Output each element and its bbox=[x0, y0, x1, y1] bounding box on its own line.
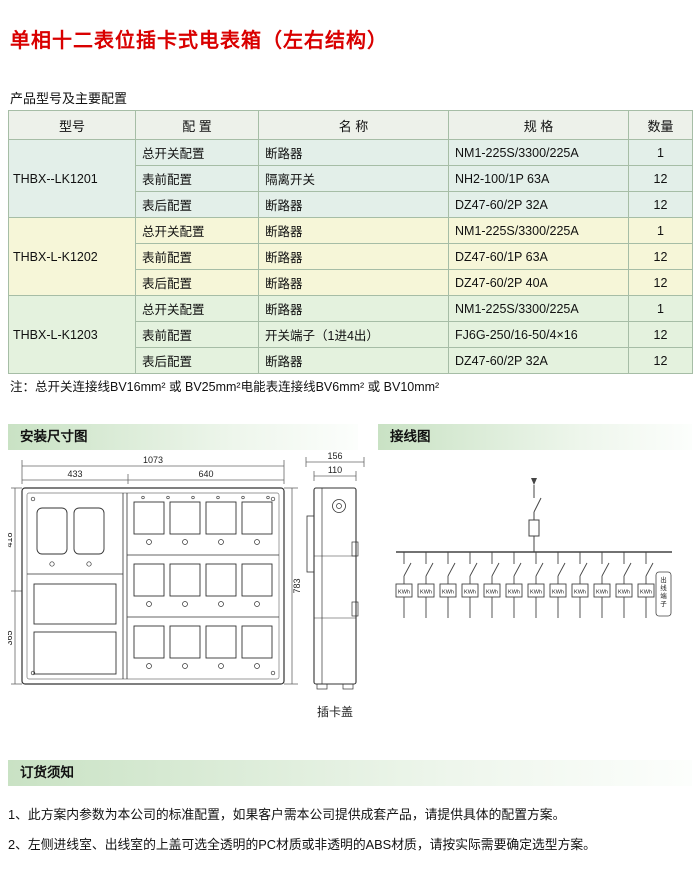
model-cell: THBX-L-K1203 bbox=[8, 295, 136, 374]
meter-drop bbox=[593, 551, 611, 619]
spec-cell: NH2-100/1P 63A bbox=[448, 165, 629, 192]
table-row: 表后配置 断路器 DZ47-60/2P 32A 12 bbox=[9, 347, 693, 374]
name-cell: 断路器 bbox=[258, 139, 449, 166]
model-cell: THBX-L-K1202 bbox=[8, 217, 136, 296]
spec-cell: DZ47-60/2P 32A bbox=[448, 191, 629, 218]
qty-cell: 12 bbox=[628, 191, 693, 218]
config-cell: 表前配置 bbox=[135, 321, 259, 348]
wiring-side-box: 出线端子 bbox=[655, 571, 672, 617]
spec-cell: FJ6G-250/16-50/4×16 bbox=[448, 321, 629, 348]
front-view bbox=[21, 487, 285, 685]
config-cell: 表后配置 bbox=[135, 269, 259, 296]
name-cell: 断路器 bbox=[258, 243, 449, 270]
meter-drop bbox=[571, 551, 589, 619]
wire-note: 注：总开关连接线BV16mm² 或 BV25mm²电能表连接线BV6mm² 或 … bbox=[10, 380, 440, 394]
installation-diagram: 1073 433 640 418 365 783 156 110 插卡盖 bbox=[8, 452, 365, 719]
meter-drop bbox=[417, 551, 435, 619]
table-row: 表前配置 隔离开关 NH2-100/1P 63A 12 bbox=[9, 165, 693, 192]
col-header-model: 型号 bbox=[8, 110, 136, 140]
name-cell: 断路器 bbox=[258, 347, 449, 374]
qty-cell: 12 bbox=[628, 347, 693, 374]
name-cell: 断路器 bbox=[258, 269, 449, 296]
wiring-incoming bbox=[396, 478, 672, 553]
meter-drop bbox=[505, 551, 523, 619]
meter-drop bbox=[637, 551, 655, 619]
section-header-wiring: 接线图 bbox=[378, 424, 692, 450]
meter-drop bbox=[615, 551, 633, 619]
table-row: 表前配置 断路器 DZ47-60/1P 63A 12 bbox=[9, 243, 693, 270]
name-cell: 断路器 bbox=[258, 191, 449, 218]
section-header-ordering: 订货须知 bbox=[8, 760, 692, 786]
dim-left-width: 433 bbox=[67, 469, 82, 479]
model-cell: THBX--LK1201 bbox=[8, 139, 136, 218]
col-header-spec: 规 格 bbox=[448, 110, 629, 140]
table-row: 表后配置 断路器 DZ47-60/2P 40A 12 bbox=[9, 269, 693, 296]
spec-cell: NM1-225S/3300/225A bbox=[448, 139, 629, 166]
meter-drop bbox=[461, 551, 479, 619]
dimension-lines bbox=[11, 457, 365, 685]
meter-drop bbox=[439, 551, 457, 619]
name-cell: 隔离开关 bbox=[258, 165, 449, 192]
qty-cell: 1 bbox=[628, 295, 693, 322]
dim-lower-height: 365 bbox=[8, 630, 14, 645]
config-cell: 总开关配置 bbox=[135, 295, 259, 322]
config-cell: 总开关配置 bbox=[135, 139, 259, 166]
side-view bbox=[306, 487, 359, 690]
meter-drop bbox=[527, 551, 545, 619]
qty-cell: 12 bbox=[628, 243, 693, 270]
table-row: 表前配置 开关端子（1进4出） FJ6G-250/16-50/4×16 12 bbox=[9, 321, 693, 348]
spec-cell: NM1-225S/3300/225A bbox=[448, 217, 629, 244]
config-cell: 总开关配置 bbox=[135, 217, 259, 244]
name-cell: 断路器 bbox=[258, 295, 449, 322]
dim-total-height: 783 bbox=[292, 578, 302, 593]
table-row: THBX-L-K1203 总开关配置 断路器 NM1-225S/3300/225… bbox=[8, 295, 693, 374]
wiring-diagram: KWh 出线端子 bbox=[395, 478, 672, 619]
table-row: THBX-L-K1202 总开关配置 断路器 NM1-225S/3300/225… bbox=[8, 217, 693, 296]
ordering-note-1: 1、此方案内参数为本公司的标准配置，如果客户需本公司提供成套产品，请提供具体的配… bbox=[8, 807, 566, 822]
wiring-side-label-text: 出线端子 bbox=[660, 575, 667, 608]
spec-cell: DZ47-60/1P 63A bbox=[448, 243, 629, 270]
qty-cell: 12 bbox=[628, 321, 693, 348]
qty-cell: 12 bbox=[628, 165, 693, 192]
config-cell: 表前配置 bbox=[135, 165, 259, 192]
spec-cell: DZ47-60/2P 32A bbox=[448, 347, 629, 374]
meter-drop bbox=[549, 551, 567, 619]
spec-cell: NM1-225S/3300/225A bbox=[448, 295, 629, 322]
config-cell: 表后配置 bbox=[135, 191, 259, 218]
config-cell: 表后配置 bbox=[135, 347, 259, 374]
col-header-qty: 数量 bbox=[628, 110, 693, 140]
section-header-installation: 安装尺寸图 bbox=[8, 424, 358, 450]
spec-table: 型号 配 置 名 称 规 格 数量 THBX--LK1201 总开关配置 断路器… bbox=[8, 110, 693, 374]
wiring-drops bbox=[395, 551, 655, 619]
table-row: 表后配置 断路器 DZ47-60/2P 32A 12 bbox=[9, 191, 693, 218]
name-cell: 断路器 bbox=[258, 217, 449, 244]
config-cell: 表前配置 bbox=[135, 243, 259, 270]
col-header-name: 名 称 bbox=[258, 110, 449, 140]
card-cover-label: 插卡盖 bbox=[317, 705, 353, 719]
meter-drop bbox=[395, 551, 413, 619]
dim-upper-height: 418 bbox=[8, 532, 14, 547]
qty-cell: 1 bbox=[628, 139, 693, 166]
qty-cell: 1 bbox=[628, 217, 693, 244]
table-header-row: 型号 配 置 名 称 规 格 数量 bbox=[8, 110, 693, 140]
ordering-note-2: 2、左侧进线室、出线室的上盖可选全透明的PC材质或非透明的ABS材质，请按实际需… bbox=[8, 837, 596, 852]
table-row: THBX--LK1201 总开关配置 断路器 NM1-225S/3300/225… bbox=[8, 139, 693, 218]
meter-drop bbox=[483, 551, 501, 619]
dim-right-width: 640 bbox=[198, 469, 213, 479]
table-caption: 产品型号及主要配置 bbox=[10, 91, 128, 106]
qty-cell: 12 bbox=[628, 269, 693, 296]
col-header-config: 配 置 bbox=[135, 110, 259, 140]
dim-total-width: 1073 bbox=[143, 455, 163, 465]
dim-side-width: 110 bbox=[328, 465, 342, 475]
name-cell: 开关端子（1进4出） bbox=[258, 321, 449, 348]
dim-side-top: 156 bbox=[327, 452, 342, 461]
spec-cell: DZ47-60/2P 40A bbox=[448, 269, 629, 296]
dimension-labels: 1073 433 640 418 365 783 156 110 插卡盖 bbox=[8, 452, 353, 719]
page-title: 单相十二表位插卡式电表箱（左右结构） bbox=[10, 30, 388, 52]
